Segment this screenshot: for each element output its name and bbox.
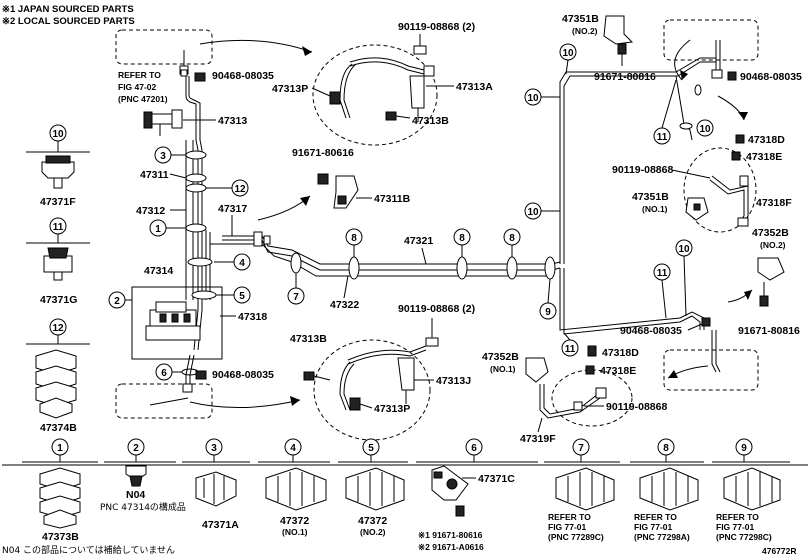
label-labels-p90468_08035_c: 90468-08035 — [740, 71, 802, 83]
label-circles-3: 4 — [239, 258, 245, 269]
label-labels-p47321: 47321 — [404, 235, 433, 247]
label-circles-9: 10 — [527, 207, 539, 218]
label-labels-p90468_08035_b: 90468-08035 — [212, 369, 274, 381]
label-labels-p47352B_r_n: (NO.2) — [760, 240, 786, 250]
label-labels-p47318F: 47318F — [756, 197, 792, 209]
label-labels-p47314: 47314 — [144, 265, 173, 277]
hose-47319F-icon — [539, 384, 607, 419]
label-circles-10: 11 — [565, 344, 576, 355]
label-labels-p47352B_r: 47352B — [752, 227, 789, 239]
bolt-icon — [385, 111, 411, 121]
label-labels-refer_47_02_c: (PNC 47201) — [118, 94, 168, 104]
label-circles-9: 10 — [562, 48, 574, 59]
clip-47371F-icon — [41, 155, 75, 189]
label-labels-p90119_08868_2_bot: 90119-08868 (2) — [398, 303, 475, 315]
label-circles-5: 6 — [161, 368, 167, 379]
clip-12-group: 12 47374B — [26, 318, 90, 434]
label-circles-10: 11 — [657, 132, 668, 143]
actuator-outline — [131, 286, 223, 360]
label-47371G: 47371G — [40, 294, 77, 306]
label-circles-1: 2 — [114, 296, 120, 307]
label-circles-7: 8 — [459, 233, 465, 244]
label-labels-p47313B_bot: 47313B — [290, 333, 327, 345]
label-labels-p91671_80816_r: 91671-80816 — [738, 325, 800, 337]
label-circles-4: 5 — [239, 291, 245, 302]
label-circles-2: 3 — [160, 151, 166, 162]
clip-11-group: 11 47371G — [26, 217, 90, 306]
label-labels-p47352B_l_n: (NO.1) — [490, 364, 516, 374]
label-labels-p90119_08868_rb: 90119-08868 — [606, 401, 667, 413]
note-local: ※2 LOCAL SOURCED PARTS — [2, 16, 135, 27]
label-labels-p47313P_top: 47313P — [272, 83, 308, 95]
label-labels-p47352B_l: 47352B — [482, 351, 519, 363]
label-circles-9: 10 — [699, 124, 711, 135]
phantom-box-top-left — [115, 29, 213, 65]
label-labels-p47319F: 47319F — [520, 433, 556, 445]
label-labels-p47318D_top: 47318D — [748, 134, 785, 146]
label-labels-p91671_80816_top: 91671-80816 — [594, 71, 656, 83]
label-labels-p90468_08035_d: 90468-08035 — [620, 325, 682, 337]
label-circles-9: 10 — [527, 93, 539, 104]
phantom-box-bottom-left — [115, 383, 213, 419]
label-labels-p47313B_top: 47313B — [412, 115, 449, 127]
label-labels-p90119_08868_2_top: 90119-08868 (2) — [398, 21, 475, 33]
label-labels-p47318E_bot: 47318E — [600, 365, 636, 377]
clip-47371G-icon — [43, 247, 73, 281]
clip-47374B-icon — [35, 349, 77, 419]
label-circles-7: 8 — [509, 233, 515, 244]
label-circles-11: 12 — [234, 184, 246, 195]
phantom-box-bottom-right — [663, 349, 759, 391]
label-labels-p47351B_top_n: (NO.2) — [572, 26, 598, 36]
actuator-47314-icon — [145, 301, 201, 341]
detail-circle-front-left — [312, 44, 438, 146]
detail-circle-front-right — [683, 147, 757, 233]
phantom-box-top-right — [663, 19, 759, 61]
valve-47313 — [143, 109, 183, 136]
label-labels-p91671_80616: 91671-80616 — [292, 147, 354, 159]
label-labels-p47313J: 47313J — [436, 375, 471, 387]
label-labels-p47318: 47318 — [238, 311, 267, 323]
hose-47313J-icon — [339, 345, 427, 411]
label-labels-p47318E_top: 47318E — [746, 151, 782, 163]
label-labels-refer_47_02: REFER TO — [118, 70, 161, 80]
label-circles-10: 11 — [657, 268, 668, 279]
label-labels-p47317: 47317 — [218, 203, 247, 215]
label-circles-7: 8 — [351, 233, 357, 244]
label-labels-p47318D_bot: 47318D — [602, 347, 639, 359]
label-labels-p90119_08868_r: 90119-08868 — [612, 164, 673, 176]
label-47374B: 47374B — [40, 422, 77, 434]
legend-items — [0, 436, 811, 546]
hose-47318F-icon — [709, 175, 749, 227]
label-circles-10: 11 — [53, 222, 64, 233]
label-labels-p47312: 47312 — [136, 205, 165, 217]
label-90468-08035-a: 90468-08035 — [212, 70, 274, 82]
label-labels-p47313A: 47313A — [456, 81, 493, 93]
label-labels-p47351B_mid: 47351B — [632, 191, 669, 203]
note-japan: ※1 JAPAN SOURCED PARTS — [2, 4, 134, 15]
label-circles-9: 10 — [678, 244, 690, 255]
label-labels-p47311B: 47311B — [374, 193, 411, 205]
label-labels-p47313P_bot: 47313P — [374, 403, 410, 415]
label-47371F: 47371F — [40, 196, 76, 208]
label-circles-0: 1 — [155, 224, 161, 235]
label-labels-p47311: 47311 — [140, 169, 169, 181]
label-circles-8: 9 — [545, 307, 551, 318]
label-circles-6: 7 — [293, 292, 299, 303]
label-circles-11: 12 — [52, 323, 64, 334]
label-labels-refer_47_02_b: FIG 47-02 — [118, 82, 157, 92]
label-labels-p47351B_top: 47351B — [562, 13, 599, 25]
label-labels-p47322: 47322 — [330, 299, 359, 311]
label-labels-p47351B_mid_n: (NO.1) — [642, 204, 668, 214]
clip-10-group: 10 47371F — [26, 124, 90, 208]
callout-label: 10 — [52, 129, 64, 140]
detail-circle-rear — [551, 369, 633, 427]
label-labels-p47313: 47313 — [218, 115, 247, 127]
